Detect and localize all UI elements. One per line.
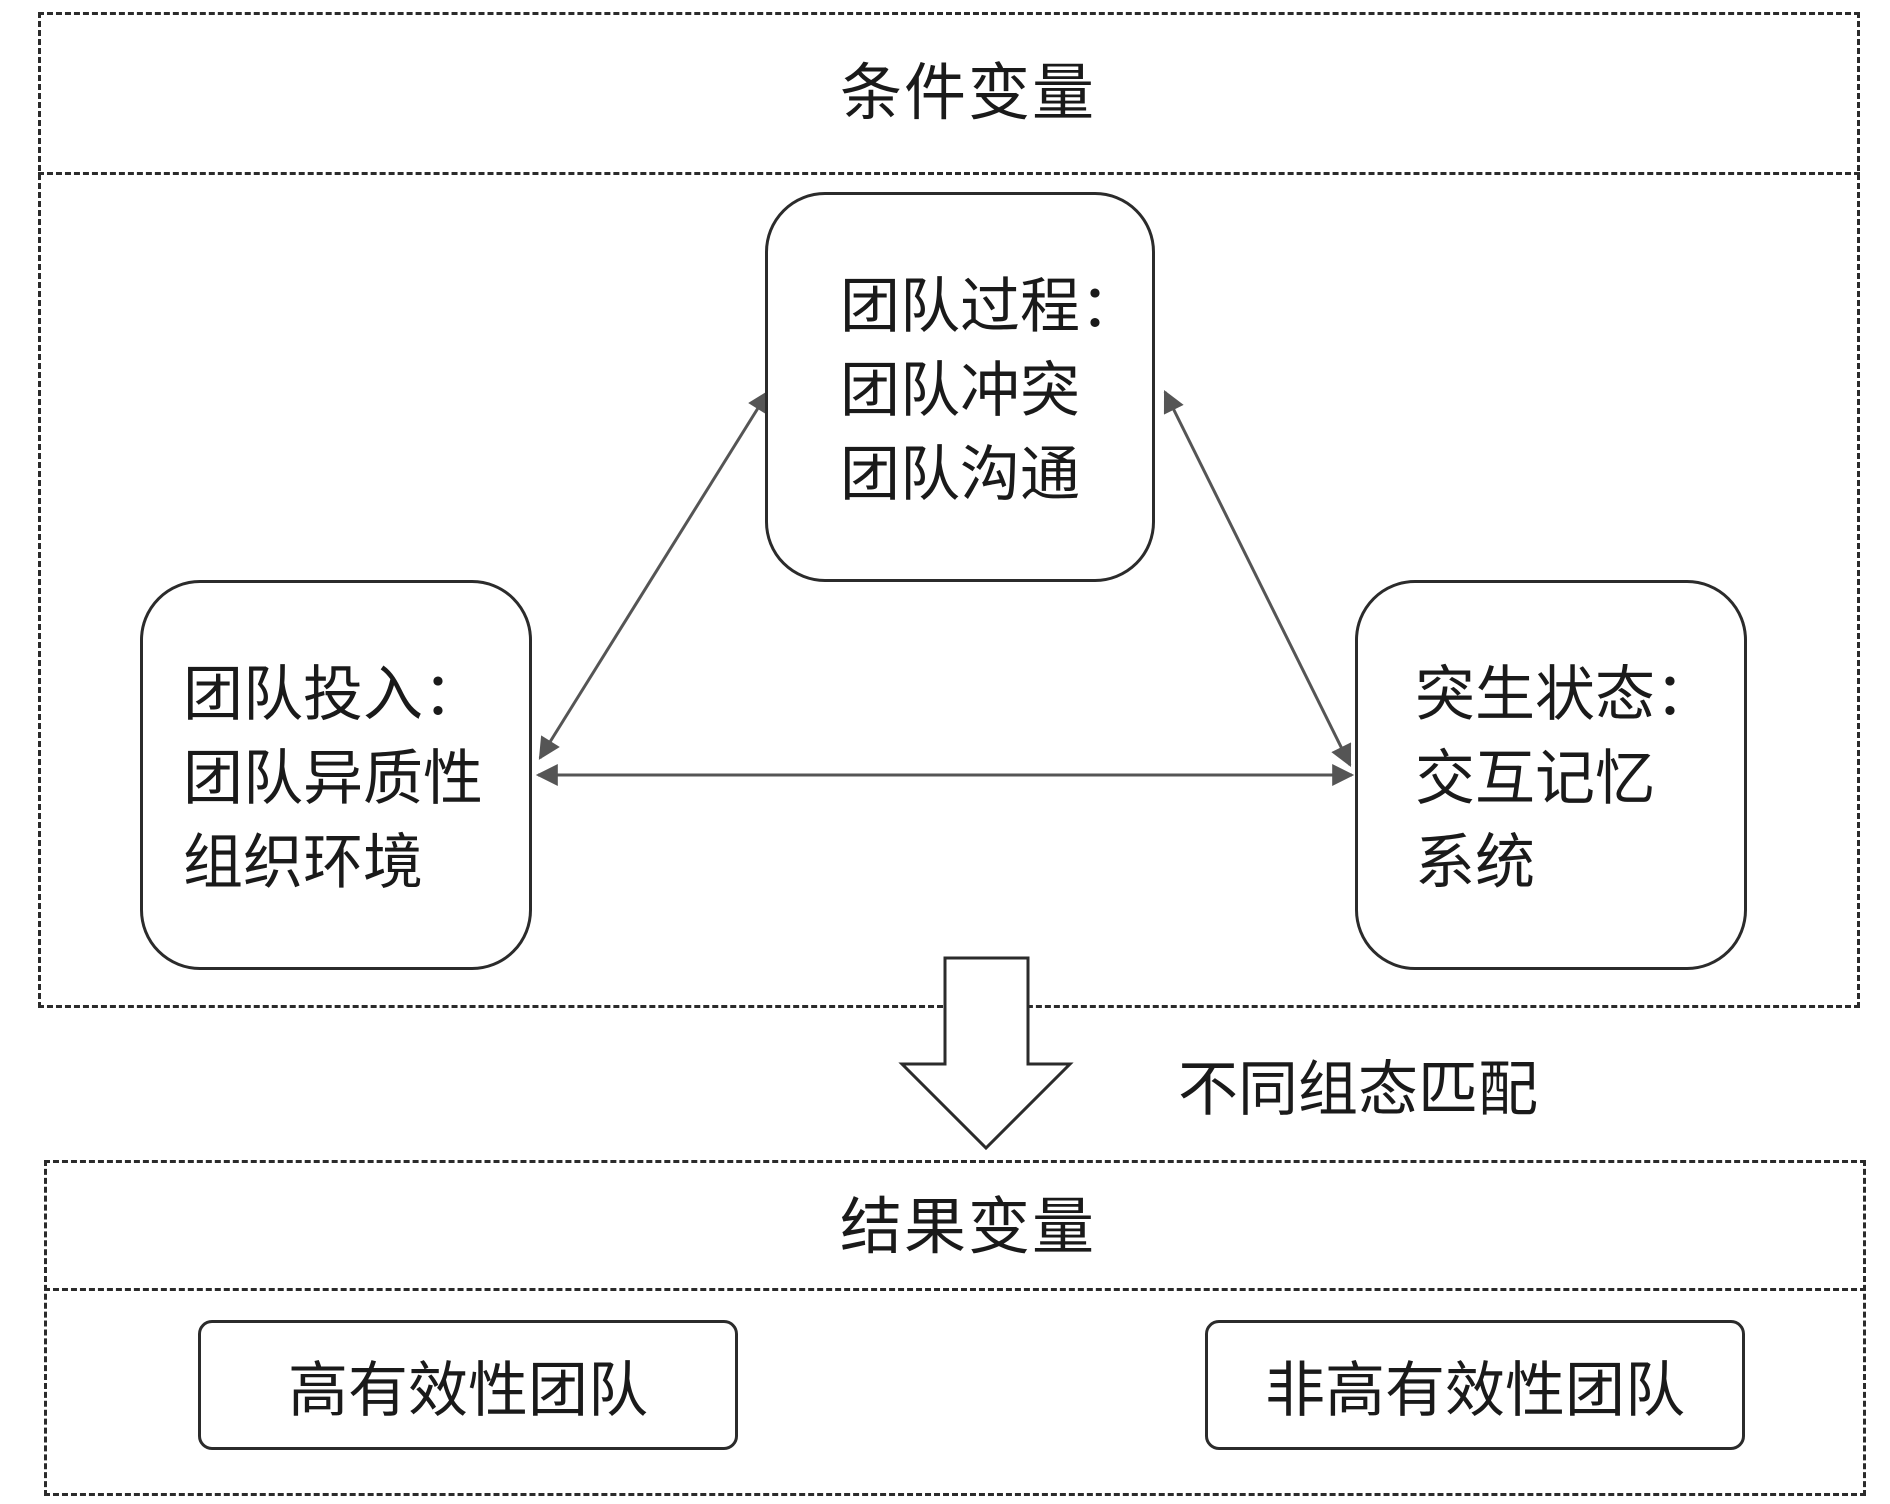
node-emergent-state: 突生状态： 交互记忆 系统 [1355,580,1747,970]
node-team-input-item: 组织环境 [183,828,423,898]
node-team-process-item: 团队冲突 [840,356,1080,426]
arrow-input-process [538,390,770,760]
node-team-input: 团队投入： 团队异质性 组织环境 [140,580,532,970]
node-emergent-state-heading: 突生状态： [1415,660,1715,730]
outcome-section-frame [44,1160,1866,1496]
outcome-high-effectiveness: 高有效性团队 [198,1320,738,1450]
node-emergent-state-item: 系统 [1415,828,1535,898]
node-team-input-item: 团队异质性 [183,744,483,814]
condition-section-title: 条件变量 [840,56,1097,129]
outcome-section-title: 结果变量 [840,1190,1097,1263]
node-team-process: 团队过程： 团队冲突 团队沟通 [765,192,1155,582]
condition-header-divider [38,172,1860,175]
arrow-process-emergent [1163,390,1352,767]
node-team-process-heading: 团队过程： [840,272,1140,342]
outcome-header-divider [44,1288,1866,1291]
node-emergent-state-item: 交互记忆 [1415,744,1655,814]
configuration-match-label: 不同组态匹配 [1178,1055,1538,1125]
outcome-non-high-effectiveness: 非高有效性团队 [1205,1320,1745,1450]
node-team-input-heading: 团队投入： [183,660,483,730]
node-team-process-item: 团队沟通 [840,440,1080,510]
down-arrow [898,956,1074,1151]
